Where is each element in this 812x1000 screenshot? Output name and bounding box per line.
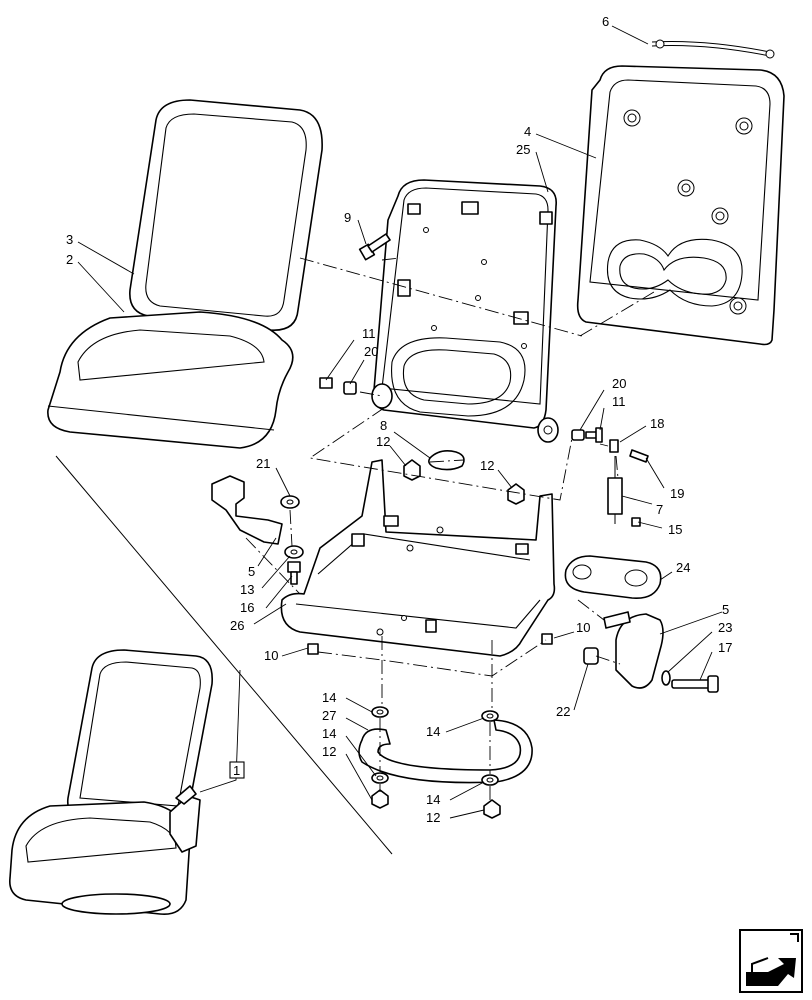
- callout-23: 23: [718, 620, 732, 635]
- callout-14-d: 14: [426, 792, 440, 807]
- part-6-strap: [651, 39, 775, 59]
- part-22-spacer: [583, 647, 599, 665]
- callout-7: 7: [656, 502, 663, 517]
- callout-14-c: 14: [322, 726, 336, 741]
- part-10-screws: [307, 633, 553, 655]
- callout-1: 1: [233, 763, 240, 778]
- callout-12-upper-right: 12: [480, 458, 494, 473]
- part-5-left-bracket: [211, 475, 283, 545]
- part-11-20-bolt-spacer-left: [319, 377, 357, 395]
- callout-12-lower-right: 12: [426, 810, 440, 825]
- callout-3: 3: [66, 232, 73, 247]
- divider-line: [55, 455, 393, 855]
- callout-labels: 6 4 25 9 3 2 11 20 20 11 18 8 12 12 19 2…: [66, 14, 732, 825]
- callout-22: 22: [556, 704, 570, 719]
- callout-8: 8: [380, 418, 387, 433]
- assembled-seat: [9, 649, 213, 916]
- callout-5-left: 5: [248, 564, 255, 579]
- callout-1-box: 1: [229, 761, 245, 779]
- part-3-backrest-cushion: [129, 99, 323, 331]
- callout-19: 19: [670, 486, 684, 501]
- callout-14-b: 14: [426, 724, 440, 739]
- callout-13: 13: [240, 582, 254, 597]
- part-19-pin: [629, 449, 649, 463]
- callout-20-left: 20: [364, 344, 378, 359]
- callout-21: 21: [256, 456, 270, 471]
- part-8-cable-clamp: [428, 450, 465, 471]
- callout-11-left: 11: [362, 326, 376, 341]
- part-26-seat-pan-bracket: [280, 459, 556, 657]
- callout-26: 26: [230, 618, 244, 633]
- callout-24: 24: [676, 560, 690, 575]
- part-13-washer: [284, 545, 304, 559]
- callout-17: 17: [718, 640, 732, 655]
- callout-5-right: 5: [722, 602, 729, 617]
- callout-25: 25: [516, 142, 530, 157]
- part-25-back-frame: [371, 179, 559, 443]
- callout-4: 4: [524, 124, 531, 139]
- part-16-bolt: [287, 561, 301, 585]
- callout-12-upper-left: 12: [376, 434, 390, 449]
- part-4-back-cover: [576, 65, 785, 346]
- next-page-arrow-icon: [739, 929, 803, 993]
- callout-10-left: 10: [264, 648, 278, 663]
- leader-lines: [77, 25, 723, 819]
- callout-6: 6: [602, 14, 609, 29]
- next-page-button[interactable]: [738, 928, 804, 994]
- part-5-right-bracket: [603, 611, 664, 689]
- part-15-clip: [631, 517, 641, 527]
- part-21-washer: [280, 495, 300, 509]
- callout-27: 27: [322, 708, 336, 723]
- callout-9: 9: [344, 210, 351, 225]
- part-2-seat-cushion: [47, 311, 294, 449]
- callout-10-right: 10: [576, 620, 590, 635]
- part-27-loop-handle: [358, 719, 533, 784]
- callout-20-right: 20: [612, 376, 626, 391]
- part-12-nuts-upper: [403, 459, 525, 505]
- callout-2: 2: [66, 252, 73, 267]
- part-24-mount-plate: [564, 555, 662, 600]
- part-18-clip: [609, 439, 619, 453]
- callout-16: 16: [240, 600, 254, 615]
- part-20-11-bolt-spacer-right: [571, 427, 603, 443]
- alignment-lines: [245, 257, 655, 800]
- part-7-gas-spring: [607, 456, 623, 524]
- part-9-bolt: [358, 233, 391, 261]
- callout-18: 18: [650, 416, 664, 431]
- callout-15: 15: [668, 522, 682, 537]
- part-23-washer: [661, 670, 671, 686]
- callout-11-right: 11: [612, 394, 626, 409]
- callout-14-a: 14: [322, 690, 336, 705]
- callout-12-lower-left: 12: [322, 744, 336, 759]
- part-17-bolt: [671, 675, 719, 693]
